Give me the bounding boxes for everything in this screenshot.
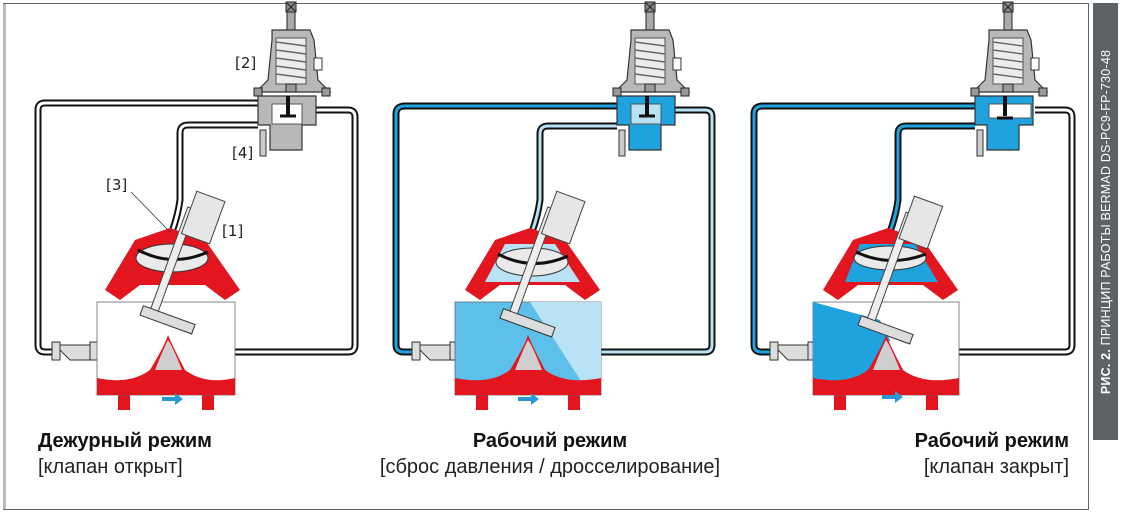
callout-2: [2]: [235, 54, 256, 72]
callout-4: [4]: [232, 144, 253, 162]
panel-1-caption: Дежурный режим [клапан открыт]: [38, 428, 212, 480]
flow-arrow-icon: [518, 393, 539, 405]
panel-3-subtitle: [клапан закрыт]: [923, 456, 1069, 478]
panel-2-subtitle: [сброс давления / дросселирование]: [379, 456, 721, 478]
panel-1-title: Дежурный режим: [38, 430, 212, 452]
figure-label-bar: РИС. 2. ПРИНЦИП РАБОТЫ BERMAD DS-PC9-FP-…: [1093, 3, 1118, 440]
panel-3-diagram: [750, 1, 1076, 410]
callout-3: [3]: [106, 176, 127, 194]
panel-2-title: Рабочий режим: [472, 430, 628, 452]
panel-1-diagram: [2] [4] [3] [1]: [34, 1, 359, 410]
flow-arrow-icon: [162, 393, 183, 405]
panel-2-diagram: [392, 1, 716, 410]
callout-1: [1]: [222, 222, 243, 240]
panel-1-subtitle: [клапан открыт]: [38, 456, 183, 478]
panel-3-title: Рабочий режим: [914, 430, 1069, 452]
flow-arrow-icon: [882, 391, 903, 403]
panel-3-caption: Рабочий режим [клапан закрыт]: [915, 428, 1069, 480]
panel-2-caption: Рабочий режим [сброс давления / дроссели…: [310, 428, 790, 480]
